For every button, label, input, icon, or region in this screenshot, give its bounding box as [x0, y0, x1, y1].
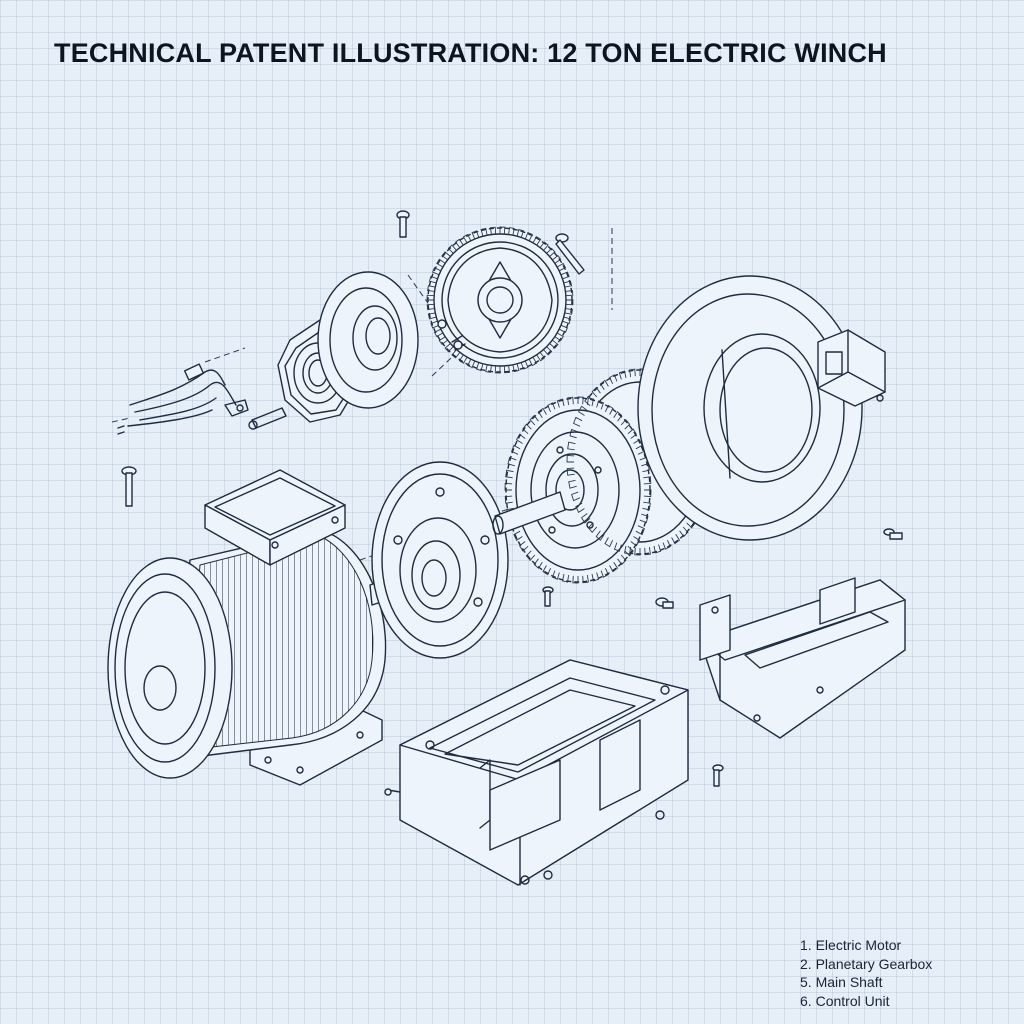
parts-legend: 1. Electric Motor 2. Planetary Gearbox 5… — [800, 936, 932, 1010]
legend-item: 5. Main Shaft — [800, 974, 883, 990]
main-shaft — [492, 491, 566, 535]
bolt-top-right — [555, 233, 585, 275]
loose-bolts — [542, 528, 903, 787]
diagram-title: TECHNICAL PATENT ILLUSTRATION: 12 TON EL… — [54, 38, 887, 68]
drum-flange — [637, 275, 863, 541]
legend-item: 2. Planetary Gearbox — [800, 955, 933, 972]
base-frame — [384, 659, 689, 886]
mounting-bracket — [699, 577, 906, 739]
gearbox-flange — [371, 461, 509, 659]
control-unit-box — [817, 329, 886, 407]
screws-gear — [437, 319, 466, 351]
electric-motor — [107, 469, 435, 786]
gear-teeth — [426, 226, 574, 374]
legend-item: 6. Control Unit — [800, 992, 890, 1009]
bolt-top-left — [396, 210, 410, 238]
spur-gear-top — [426, 226, 574, 374]
wiring-harness — [111, 347, 287, 435]
seal-ring — [317, 271, 419, 409]
legend-item: 1. Electric Motor — [800, 937, 902, 953]
bolt-left — [121, 466, 137, 507]
